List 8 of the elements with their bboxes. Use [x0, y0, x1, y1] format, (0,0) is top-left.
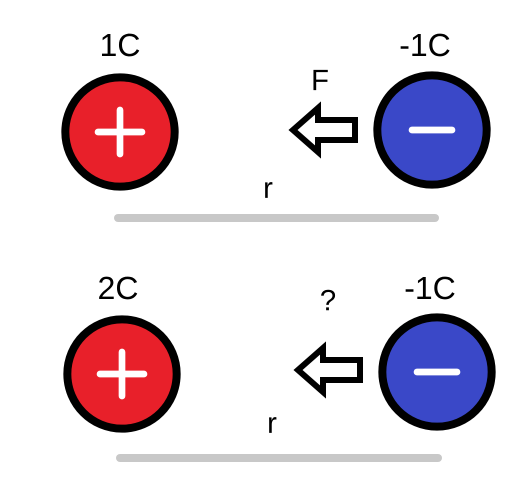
- charge-label: -1C: [406, 276, 455, 300]
- label: ?: [321, 290, 336, 310]
- label: r: [269, 417, 276, 433]
- label: F: [313, 70, 328, 90]
- charge-label: 2C: [99, 276, 138, 300]
- label: r: [265, 182, 272, 198]
- charge-label: 1C: [102, 34, 140, 56]
- charge-label: -1C: [400, 34, 450, 56]
